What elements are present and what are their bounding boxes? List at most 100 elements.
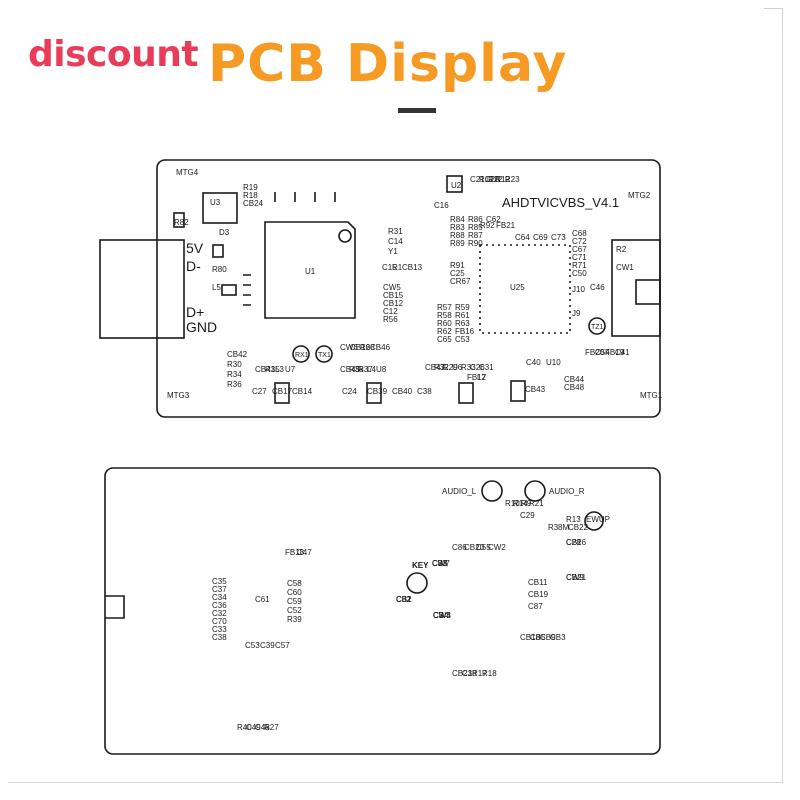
component-label: R58 — [437, 311, 452, 320]
component-label: CB15 — [383, 291, 404, 300]
component-label: R35 — [265, 365, 280, 374]
chip-label: U1 — [305, 267, 316, 276]
component-label: R32 — [434, 363, 449, 372]
component-label: R34 — [227, 370, 242, 379]
component-label: CW3 — [433, 611, 451, 620]
component-label: CB44 — [564, 375, 585, 384]
component-label: C33 — [212, 625, 227, 634]
audio-l-label: AUDIO_L — [442, 487, 477, 496]
component-label: R87 — [468, 231, 483, 240]
component-label: R19 — [243, 183, 258, 192]
component-label: CB13 — [402, 263, 423, 272]
component-label: C49 — [246, 723, 261, 732]
component-label: C61 — [255, 595, 270, 604]
led-label: TX1 — [318, 352, 331, 359]
component-label: R37 — [358, 365, 373, 374]
component-label: C46 — [590, 283, 605, 292]
audio-l-jack — [481, 480, 503, 502]
component-label: CB46 — [370, 343, 391, 352]
frame-corner-mark — [782, 8, 783, 26]
component-label: CB40 — [392, 387, 413, 396]
component-label: U2 — [451, 181, 462, 190]
component-label: CB20 — [464, 543, 485, 552]
component-label: FB21 — [496, 221, 516, 230]
component-label: C72 — [572, 237, 587, 246]
component-label: C71 — [572, 253, 587, 262]
component-label: R21 — [529, 499, 544, 508]
title-underline — [398, 108, 436, 113]
component-label: C68 — [572, 229, 587, 238]
key-label: KEY — [412, 561, 429, 570]
component-label: C29 — [520, 511, 535, 520]
component-label: CW4 — [433, 611, 451, 620]
component-label: C25 — [450, 269, 465, 278]
component-label: R40 — [237, 723, 252, 732]
component-label: J9 — [572, 309, 581, 318]
component-label: C36 — [212, 601, 227, 610]
component-label: R91 — [450, 261, 465, 270]
component-label: R30 — [227, 360, 242, 369]
component-label: C16 — [434, 201, 449, 210]
component-label: U7 — [285, 365, 296, 374]
component-label: R18 — [482, 669, 497, 678]
component-label: CB12 — [383, 299, 404, 308]
component-label: L3 — [275, 365, 284, 374]
key-button — [406, 572, 428, 594]
board-model: AHDTVICVBS_V4.1 — [502, 195, 619, 210]
component-label: R31 — [388, 227, 403, 236]
audio-r-jack — [524, 480, 546, 502]
led-label: RX1 — [295, 352, 309, 359]
component-label: R63 — [455, 319, 470, 328]
component-label: U8 — [376, 365, 387, 374]
component-label: J10 — [572, 285, 585, 294]
component-label: FB17 — [467, 373, 487, 382]
component-label: R22 R23 — [488, 175, 520, 184]
component-label: R38 — [349, 365, 364, 374]
component-label: R18 — [243, 191, 258, 200]
component-label: L2 — [477, 373, 486, 382]
component-label: CB1 — [396, 595, 412, 604]
component-label: CB39 — [367, 387, 388, 396]
component-label: CB11 — [528, 578, 548, 587]
component-label: C38 — [212, 633, 227, 642]
component-label: C62 — [486, 215, 501, 224]
component-label: CB24 — [243, 199, 264, 208]
component-label: CB19 — [528, 590, 549, 599]
component-label: CB43 — [525, 385, 546, 394]
pin-label-5v: 5V — [186, 240, 204, 256]
component-label: C26 — [470, 363, 485, 372]
component-label: CB48 — [564, 383, 585, 392]
component-label: C60 — [287, 588, 302, 597]
mtg-label: MTG1 — [640, 391, 663, 400]
component-label: C31 — [479, 363, 494, 372]
component-label: CB21 — [566, 573, 587, 582]
component-label: CB16 — [350, 343, 371, 352]
component-label: C86 — [452, 543, 467, 552]
component-label: CB4 — [433, 611, 449, 620]
chip-label: U25 — [510, 283, 525, 292]
frame-corner-mark — [764, 8, 782, 9]
component-label: C40 — [526, 358, 541, 367]
component-label: FB16 — [455, 327, 475, 336]
component-label: CW7 — [432, 559, 450, 568]
audio-r-label: AUDIO_R — [549, 487, 585, 496]
component-label: FB19 — [605, 348, 625, 357]
component-label: U10 — [546, 358, 561, 367]
component-label: C57 — [275, 641, 290, 650]
component-label: R89 — [450, 239, 465, 248]
component-label: R62 — [437, 327, 452, 336]
component-label: C39 — [260, 641, 275, 650]
component-label: R57 — [437, 303, 452, 312]
component-label: R9 — [521, 499, 532, 508]
component-label: C54 — [595, 348, 610, 357]
component-label: R92 — [480, 221, 495, 230]
component-label: Y1 — [388, 247, 398, 256]
component-label: C70 — [212, 617, 227, 626]
component-label: R71 — [572, 261, 587, 270]
component-label: R28 — [360, 343, 375, 352]
component-label: R90 — [468, 239, 483, 248]
component-label: C34 — [212, 593, 227, 602]
component-label: L4 — [367, 365, 376, 374]
component-label: C18 — [462, 669, 477, 678]
